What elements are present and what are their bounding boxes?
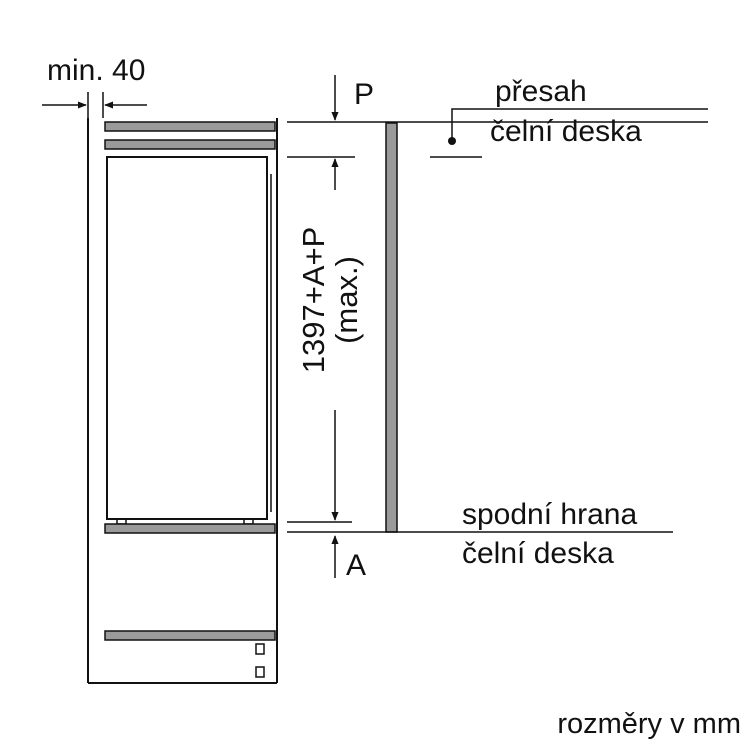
bottom-fittings [255, 643, 265, 678]
cabinet-niche [87, 118, 278, 684]
bottom-reference-lines [287, 521, 673, 533]
appliance-body [106, 156, 268, 520]
bottom-edge-label: spodní hrana [462, 498, 637, 531]
overhang-point-marker [448, 137, 456, 145]
front-panel-bottom-label: čelní deska [462, 537, 614, 570]
front-panel [385, 122, 398, 533]
second-shelf [104, 139, 276, 150]
height-max-note: (max.) [329, 256, 364, 344]
bottom-offset-label: A [346, 549, 366, 582]
top-shelf [104, 121, 276, 132]
lower-shelf [104, 630, 276, 641]
top-reference-lines [287, 108, 708, 158]
min-gap-dimension [42, 92, 147, 118]
height-formula-label: 1397+A+P [296, 227, 331, 374]
front-panel-top-label: čelní deska [490, 115, 642, 148]
height-label-group: 1397+A+P (max.) [280, 190, 364, 410]
min-gap-label: min. 40 [47, 54, 145, 87]
top-offset-label: P [354, 78, 374, 111]
overhang-label: přesah [495, 75, 587, 108]
units-note: rozměry v mm [557, 708, 741, 740]
base-shelf [104, 523, 276, 534]
